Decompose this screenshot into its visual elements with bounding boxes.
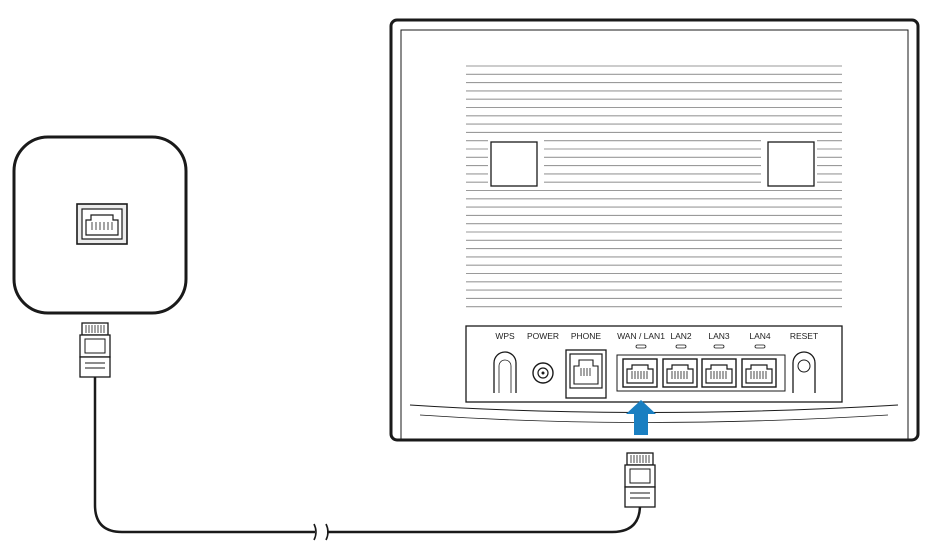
port-label-phone: PHONE [571,331,602,341]
port-lan3[interactable] [701,358,737,388]
port-label-power: POWER [527,331,559,341]
led-lan4 [754,344,766,349]
port-label-wps: WPS [495,331,515,341]
phone-port [565,349,607,399]
power-jack [532,362,554,384]
ethernet-plug-wall [79,322,111,378]
reset-button[interactable] [792,351,816,393]
wps-button[interactable] [493,351,517,393]
port-label-lan3: LAN3 [708,331,730,341]
ethernet-plug-router [624,452,656,508]
wall-socket [12,135,188,315]
ethernet-port-icon [76,203,128,245]
cable-break-icon [313,523,329,541]
led-wan-lan1 [635,344,647,349]
router-pad-right [767,141,815,187]
port-label-lan4: LAN4 [749,331,771,341]
ethernet-port-group [616,354,786,392]
led-lan2 [675,344,687,349]
port-label-lan2: LAN2 [670,331,692,341]
router: WPS POWER PHONE WAN / LAN1 LAN2 LAN3 LAN… [389,18,920,442]
router-vents [466,65,842,308]
arrow-up-icon [626,400,656,435]
port-label-wan-lan1: WAN / LAN1 [617,331,665,341]
port-label-reset: RESET [790,331,818,341]
port-wan-lan1[interactable] [622,358,658,388]
port-lan2[interactable] [662,358,698,388]
led-lan3 [713,344,725,349]
port-lan4[interactable] [741,358,777,388]
router-pad-left [490,141,538,187]
